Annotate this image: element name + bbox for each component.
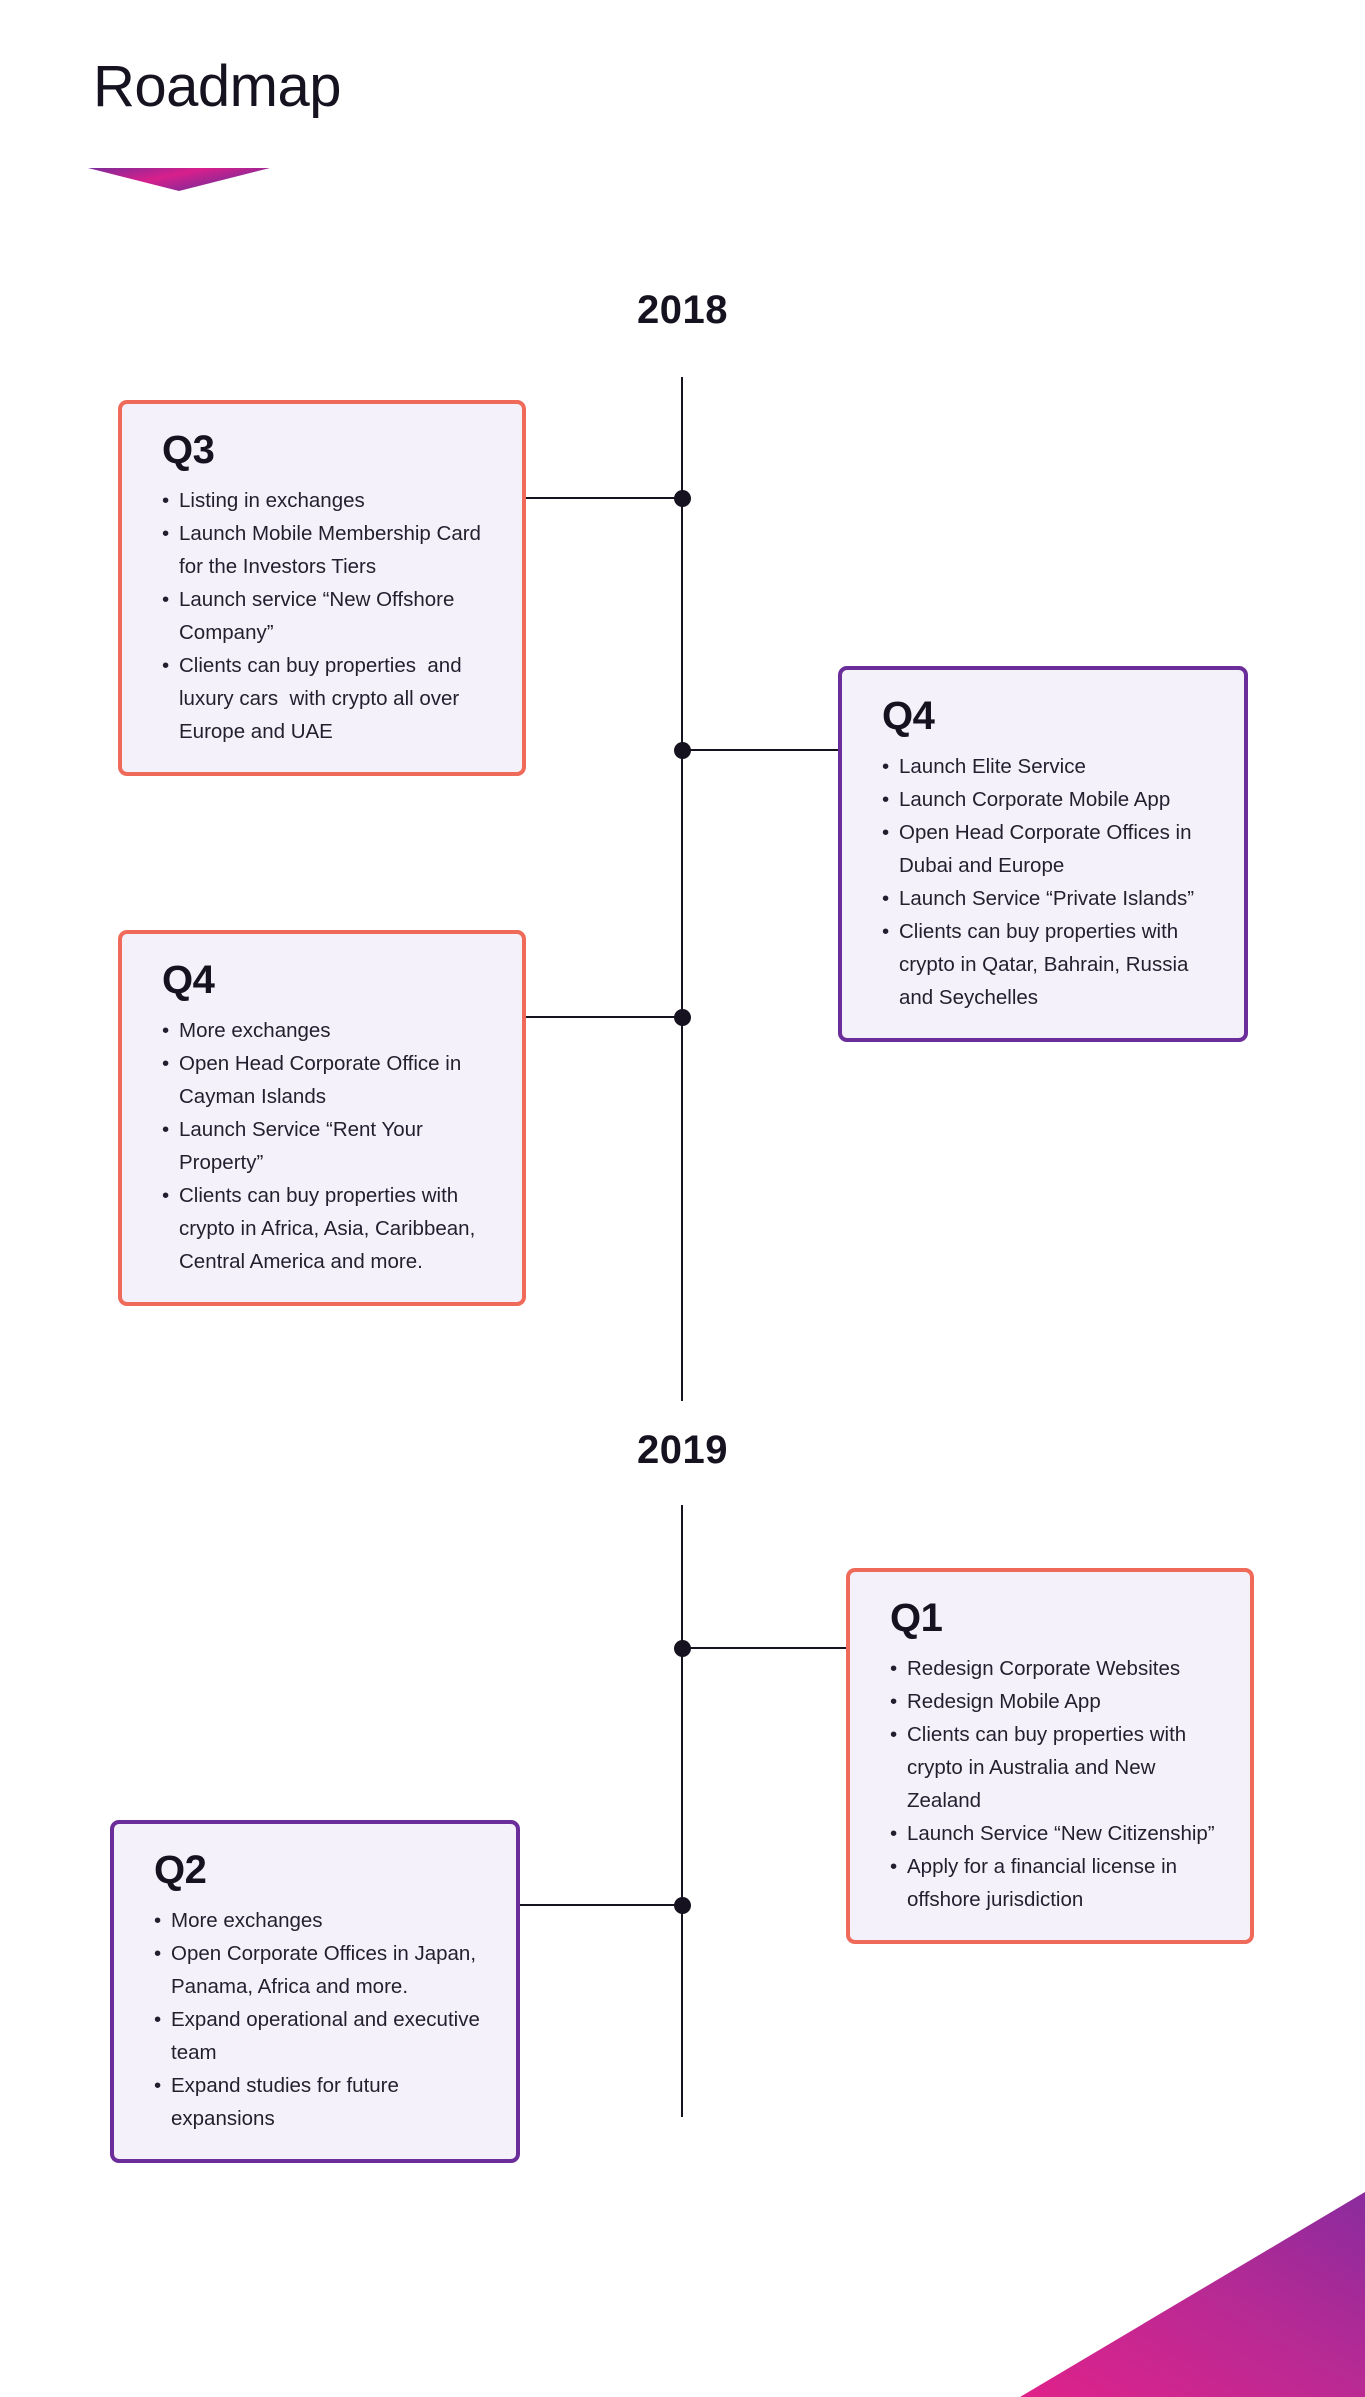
timeline-year-2019: 2019 xyxy=(637,1428,728,1472)
list-item: Launch Elite Service xyxy=(882,750,1214,783)
card-bullet-list: Redesign Corporate Websites Redesign Mob… xyxy=(890,1652,1220,1916)
list-item: Clients can buy properties with crypto i… xyxy=(882,915,1214,1014)
list-item: More exchanges xyxy=(154,1904,486,1937)
card-title: Q4 xyxy=(882,694,935,738)
roadmap-card-q1-2019[interactable]: Q1 Redesign Corporate Websites Redesign … xyxy=(846,1568,1254,1944)
list-item: Redesign Corporate Websites xyxy=(890,1652,1220,1685)
timeline-year-2018: 2018 xyxy=(637,288,728,332)
list-item: Launch Service “New Citizenship” xyxy=(890,1817,1220,1850)
card-bullet-list: More exchanges Open Corporate Offices in… xyxy=(154,1904,486,2135)
timeline-spine-2019 xyxy=(681,1505,683,2117)
list-item: Expand operational and executive team xyxy=(154,2003,486,2069)
bottom-right-gradient-triangle-icon xyxy=(1020,2192,1365,2397)
title-flourish-chevron-icon xyxy=(88,168,270,191)
timeline-node-q4-left-2018 xyxy=(674,1009,691,1026)
card-bullet-list: Launch Elite Service Launch Corporate Mo… xyxy=(882,750,1214,1014)
card-bullet-list: More exchanges Open Head Corporate Offic… xyxy=(162,1014,492,1278)
timeline-connector-q2-2019 xyxy=(520,1904,682,1906)
list-item: Clients can buy properties with crypto i… xyxy=(162,1179,492,1278)
timeline-connector-q3-2018 xyxy=(526,497,682,499)
page-title: Roadmap xyxy=(93,54,341,119)
timeline-connector-q4-right-2018 xyxy=(682,749,840,751)
roadmap-card-q3-2018[interactable]: Q3 Listing in exchanges Launch Mobile Me… xyxy=(118,400,526,776)
list-item: Expand studies for future expansions xyxy=(154,2069,486,2135)
timeline-node-q2-2019 xyxy=(674,1897,691,1914)
card-bullet-list: Listing in exchanges Launch Mobile Membe… xyxy=(162,484,492,748)
card-title: Q2 xyxy=(154,1848,207,1892)
list-item: Redesign Mobile App xyxy=(890,1685,1220,1718)
roadmap-card-q2-2019[interactable]: Q2 More exchanges Open Corporate Offices… xyxy=(110,1820,520,2163)
timeline-spine-2018 xyxy=(681,377,683,1401)
timeline-connector-q1-2019 xyxy=(682,1647,848,1649)
roadmap-card-q4-left-2018[interactable]: Q4 More exchanges Open Head Corporate Of… xyxy=(118,930,526,1306)
list-item: Open Head Corporate Offices in Dubai and… xyxy=(882,816,1214,882)
list-item: Launch Corporate Mobile App xyxy=(882,783,1214,816)
card-title: Q4 xyxy=(162,958,215,1002)
roadmap-card-q4-right-2018[interactable]: Q4 Launch Elite Service Launch Corporate… xyxy=(838,666,1248,1042)
list-item: Launch Service “Private Islands” xyxy=(882,882,1214,915)
list-item: Launch Mobile Membership Card for the In… xyxy=(162,517,492,583)
timeline-node-q3-2018 xyxy=(674,490,691,507)
list-item: Clients can buy properties and luxury ca… xyxy=(162,649,492,748)
list-item: Launch service “New Offshore Company” xyxy=(162,583,492,649)
list-item: More exchanges xyxy=(162,1014,492,1047)
list-item: Listing in exchanges xyxy=(162,484,492,517)
timeline-node-q4-right-2018 xyxy=(674,742,691,759)
list-item: Apply for a financial license in offshor… xyxy=(890,1850,1220,1916)
list-item: Launch Service “Rent Your Property” xyxy=(162,1113,492,1179)
timeline-connector-q4-left-2018 xyxy=(526,1016,682,1018)
list-item: Open Corporate Offices in Japan, Panama,… xyxy=(154,1937,486,2003)
card-title: Q1 xyxy=(890,1596,943,1640)
list-item: Open Head Corporate Office in Cayman Isl… xyxy=(162,1047,492,1113)
timeline-node-q1-2019 xyxy=(674,1640,691,1657)
card-title: Q3 xyxy=(162,428,215,472)
list-item: Clients can buy properties with crypto i… xyxy=(890,1718,1220,1817)
